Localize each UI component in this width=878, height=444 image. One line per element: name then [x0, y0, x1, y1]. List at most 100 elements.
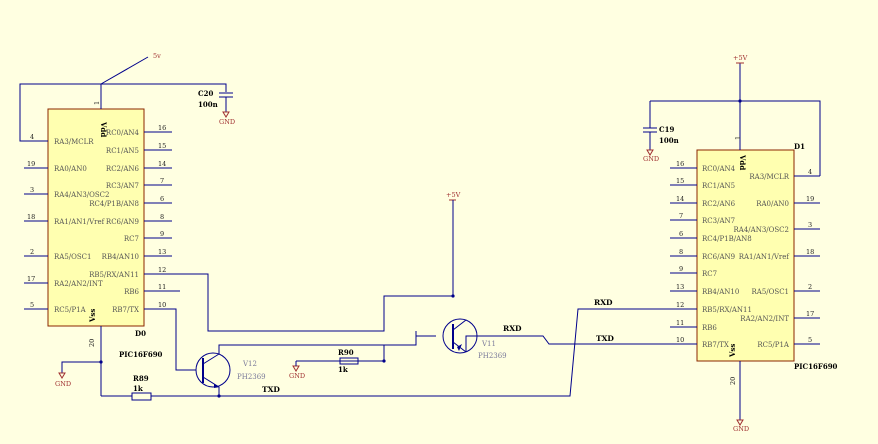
d0-pin-num: 17: [27, 275, 35, 283]
d1-pin-name: RB7/TX: [702, 341, 729, 349]
d0-pin-num: 18: [27, 213, 35, 221]
d1-pin-name: RC2/AN6: [702, 200, 736, 208]
d0-pin-name: RC4/P1B/AN8: [89, 200, 139, 208]
d1-pin-num: 10: [676, 336, 684, 344]
net-label-rxd: RXD: [594, 298, 613, 307]
d0-designator: D0: [135, 329, 146, 338]
d1-pin-num: 4: [808, 168, 812, 176]
d0-pin-num: 19: [27, 160, 35, 168]
d1-pin-name: RC6/AN9: [702, 253, 735, 261]
d1-pin-num: 7: [679, 212, 683, 220]
c20-name: C20: [198, 89, 213, 98]
d0-pin-name: RC7: [124, 235, 139, 243]
r90-name: R90: [338, 348, 354, 357]
d0-pin-num: 15: [158, 142, 166, 150]
d1-pin-name: RC3/AN7: [702, 217, 735, 225]
d0-pin-name: RA5/OSC1: [54, 253, 91, 261]
resistor-r90: [339, 357, 359, 365]
c19-name: C19: [659, 125, 674, 134]
d1-pin-num: 11: [676, 319, 684, 327]
gnd-label: GND: [55, 380, 71, 388]
transistor-v11: [442, 318, 478, 354]
d1-vss-num: 20: [729, 377, 737, 385]
d1-pin-num: 15: [676, 177, 684, 185]
r90-value: 1k: [338, 365, 348, 374]
d0-pin-name: RC0/AN4: [106, 129, 140, 137]
c19-value: 100n: [659, 136, 679, 145]
ground-icon: [292, 365, 300, 372]
gnd-label: GND: [219, 118, 235, 126]
d0-pin-num: 11: [158, 283, 166, 291]
d1-pin-num: 13: [676, 283, 684, 291]
r89-value: 1k: [133, 384, 143, 393]
d0-pin-name: RB5/RX/AN11: [89, 271, 139, 279]
gnd-label: GND: [289, 372, 305, 380]
d1-pin-name: RC1/AN5: [702, 182, 735, 190]
d1-designator: D1: [794, 142, 805, 151]
d1-pin-name: RC7: [702, 270, 717, 278]
d1-pin-name: RC4/P1B/AN8: [702, 235, 752, 243]
d1-pin-name: RA5/OSC1: [752, 288, 789, 296]
d0-pin-name: RC6/AN9: [106, 218, 139, 226]
d1-part: PIC16F690: [794, 362, 838, 371]
d0-pin-name: RC3/AN7: [106, 182, 139, 190]
transistor-v12: [195, 352, 231, 388]
net-label-txd: TXD: [596, 334, 614, 343]
d0-pin-num: 3: [30, 186, 34, 194]
capacitor-c20: [219, 92, 233, 118]
d1-pin-name: RA3/MCLR: [749, 173, 789, 181]
d1-vss-label: Vss: [728, 344, 737, 358]
d0-pin-name: RA2/AN2/INT: [54, 280, 103, 288]
d1-pin-name: RA0/AN0: [756, 200, 789, 208]
vcc-label: +5V: [446, 191, 461, 199]
d0-pin-name: RB6: [124, 288, 139, 296]
d1-pin-num: 14: [676, 195, 684, 203]
d1-pin-num: 12: [676, 301, 684, 309]
d1-pin-num: 3: [808, 221, 812, 229]
d0-pin-name: RA1/AN1/Vref: [54, 218, 106, 226]
chip-d1: 16 15 14 7 6 8 9 13 12 11 10 RC0/AN4 RC1…: [670, 125, 838, 418]
chip-d0: 4 19 3 18 2 17 5 RA3/MCLR RA0/AN0 RA4/AN…: [24, 91, 172, 362]
c20-value: 100n: [198, 100, 218, 109]
d1-pin-num: 5: [808, 336, 812, 344]
net-label-txd: TXD: [262, 385, 280, 394]
d1-pin-name: RC5/P1A: [757, 341, 790, 349]
d1-pin-name: RC0/AN4: [702, 165, 736, 173]
d1-pin-num: 18: [806, 248, 814, 256]
d0-pin-num: 8: [160, 213, 164, 221]
d1-pin-num: 6: [679, 230, 683, 238]
d1-vdd-num: 1: [734, 136, 742, 140]
d0-pin-num: 10: [158, 301, 166, 309]
d0-pin-num: 12: [158, 266, 166, 274]
d0-pin-name: RA3/MCLR: [54, 138, 94, 146]
d1-pin-num: 8: [679, 248, 683, 256]
d0-pin-num: 5: [30, 301, 34, 309]
d1-vdd-label: Vdd: [738, 154, 747, 170]
d0-pin-name: RC5/P1A: [54, 306, 87, 314]
d0-pin-name: RB7/TX: [112, 306, 139, 314]
d1-pin-name: RB5/RX/AN11: [702, 306, 752, 314]
d1-pin-name: RA1/AN1/Vref: [739, 253, 791, 261]
d0-vdd-num: 1: [93, 101, 101, 105]
v11-name: V11: [481, 340, 496, 348]
d1-pin-num: 9: [679, 265, 683, 273]
v12-name: V12: [242, 360, 257, 368]
d0-pin-num: 4: [30, 133, 34, 141]
d1-pin-name: RB6: [702, 324, 717, 332]
resistor-r89: [131, 392, 152, 401]
d0-power-wires: [19, 56, 227, 142]
d0-pin-num: 14: [158, 160, 166, 168]
v12-part: PH2369: [237, 373, 266, 381]
d0-pin-num: 13: [158, 248, 166, 256]
ground-icon: [646, 149, 654, 156]
d0-pin-num: 2: [30, 248, 34, 256]
d0-pin-name: RB4/AN10: [102, 253, 139, 261]
d1-pin-num: 2: [808, 283, 812, 291]
d0-vdd-label: Vdd: [99, 121, 108, 137]
net-label-rxd: RXD: [503, 324, 522, 333]
vcc-label: +5V: [733, 54, 748, 62]
gnd-label: GND: [643, 155, 659, 163]
signal-wires: [100, 273, 670, 397]
d0-part: PIC16F690: [119, 350, 163, 359]
